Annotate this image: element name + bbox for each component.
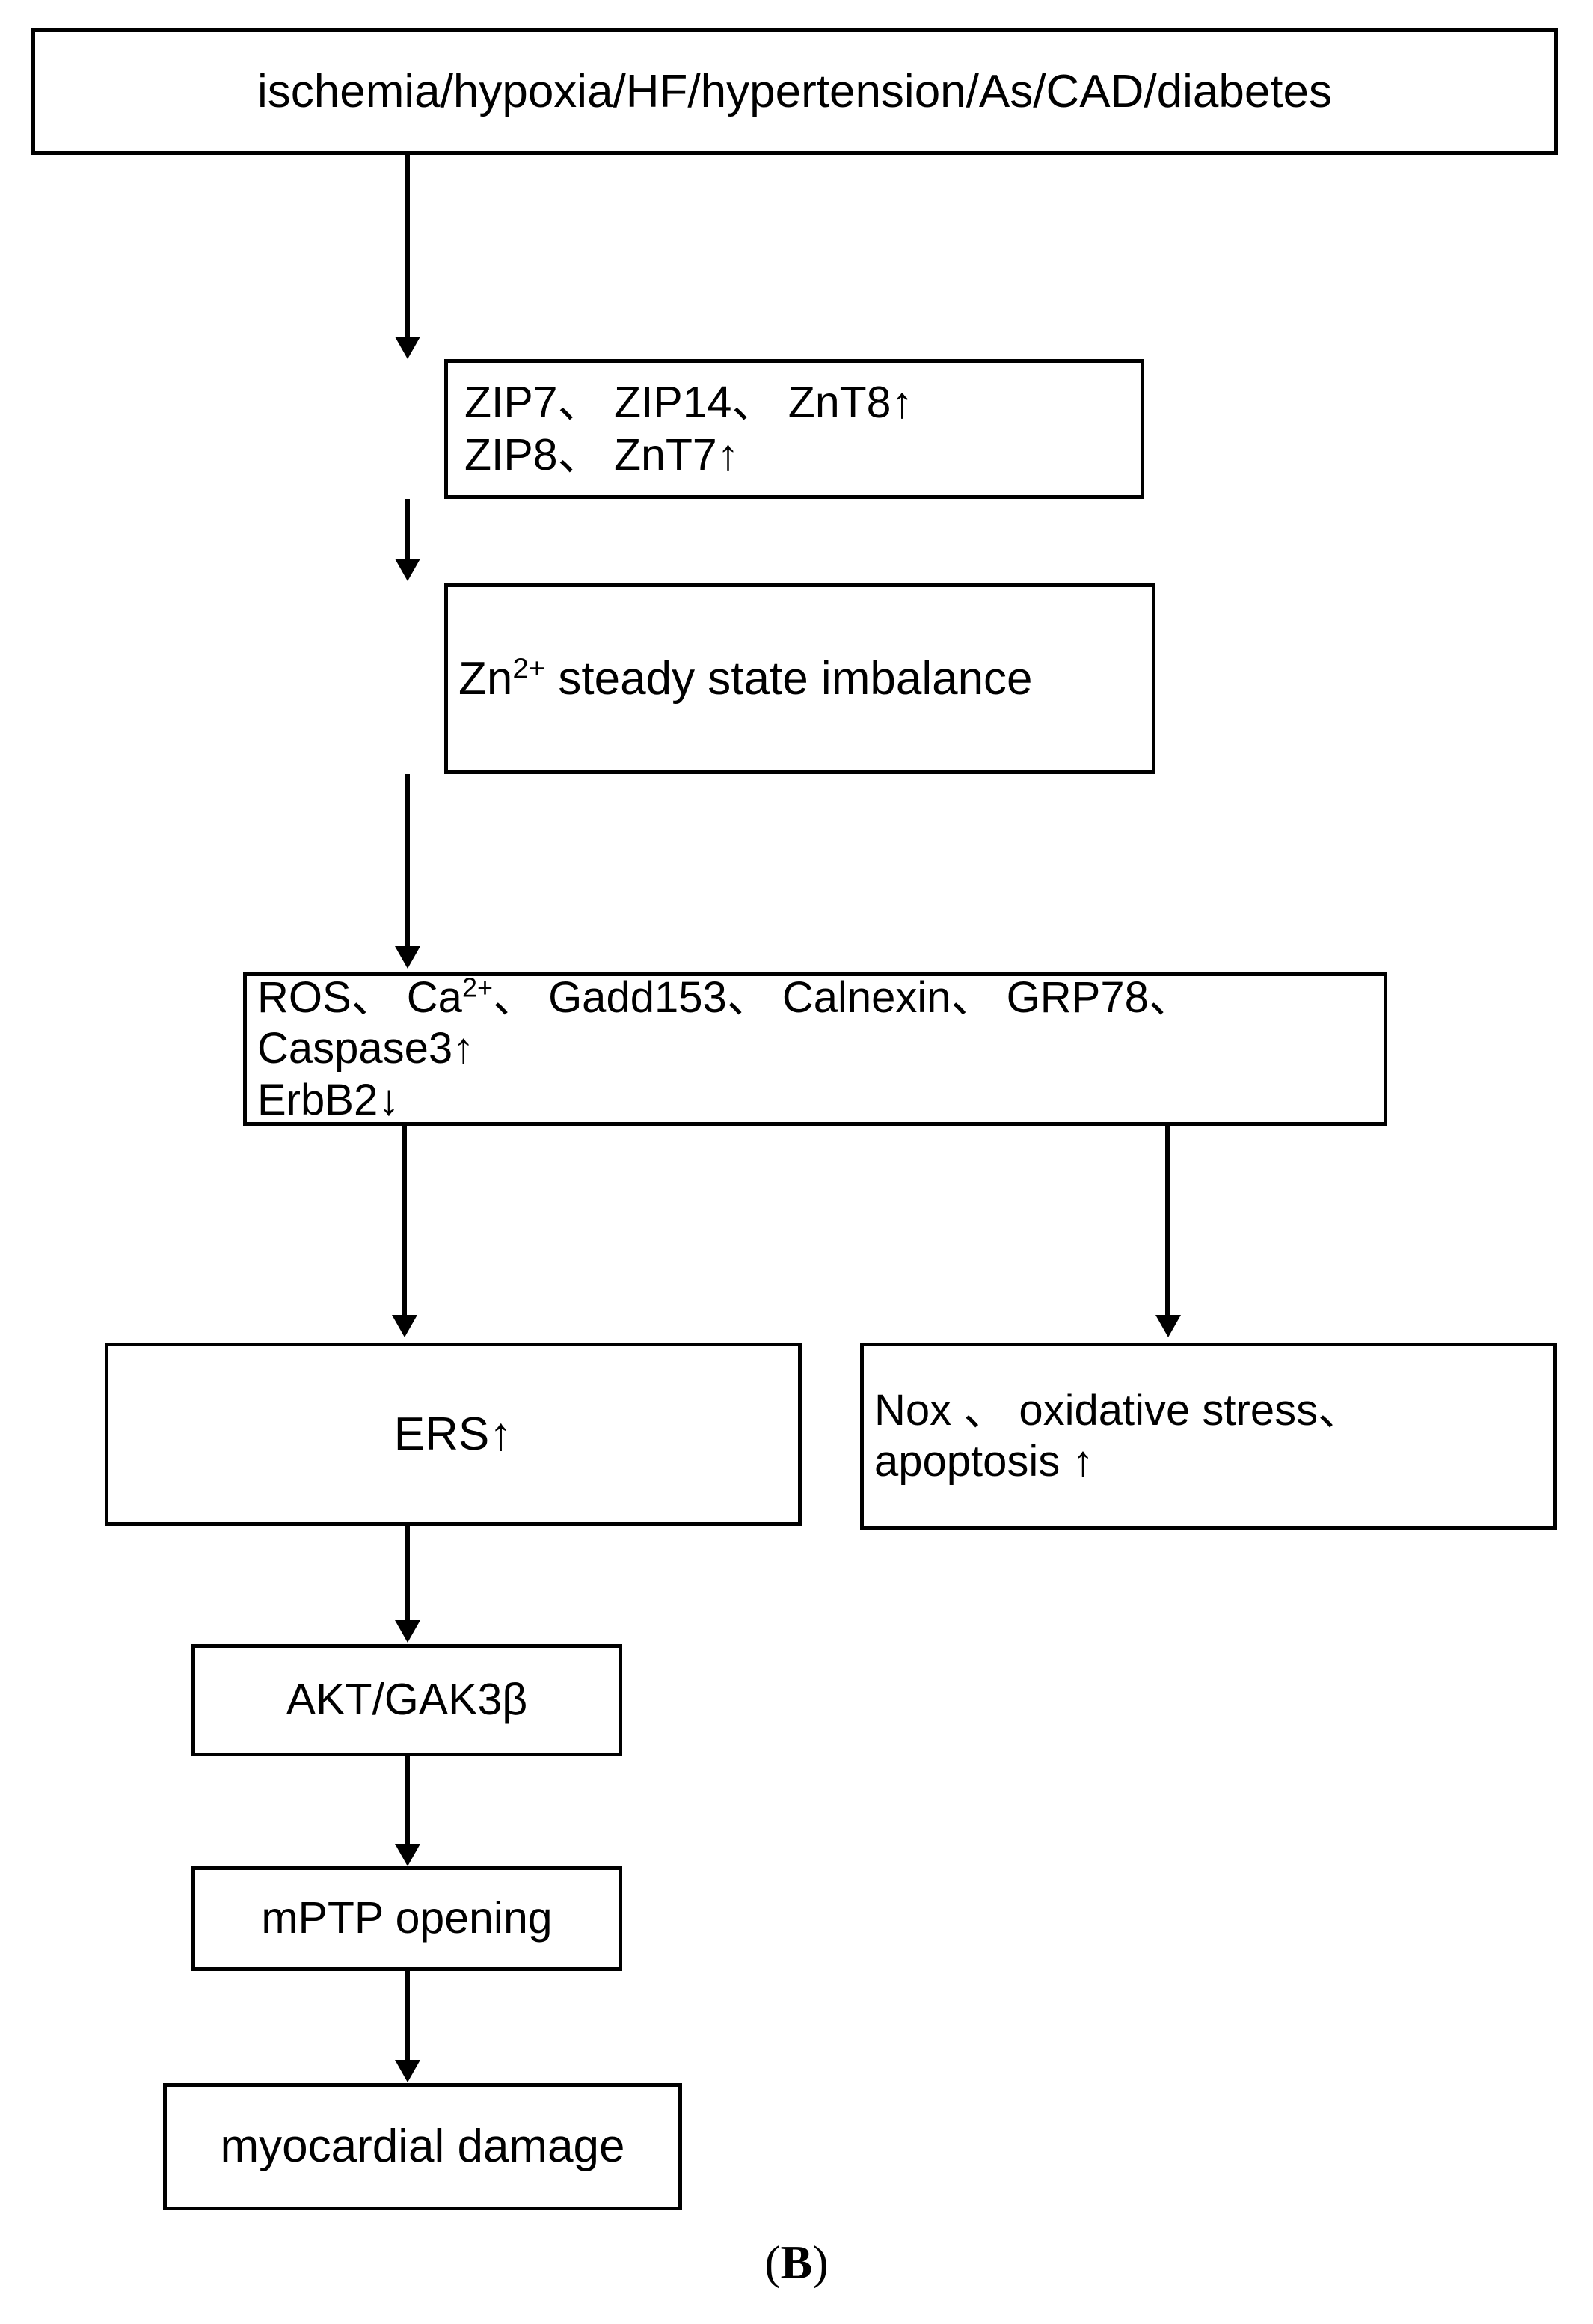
edge-mptp-damage-arrowhead bbox=[395, 2060, 420, 2082]
edge-transporters-zinc-arrowhead bbox=[395, 559, 420, 581]
node-transporters: ZIP7、 ZIP14、 ZnT8↑ ZIP8、 ZnT7↑ bbox=[444, 359, 1144, 499]
node-nox-line-1: Nox 、 oxidative stress、 bbox=[874, 1385, 1362, 1435]
node-mediators-line-1-charge: 2+ bbox=[461, 972, 493, 1003]
edge-mediators-ers-arrowhead bbox=[392, 1315, 417, 1337]
node-transporters-line-1: ZIP7、 ZIP14、 ZnT8↑ bbox=[464, 377, 913, 427]
node-zinc-imbalance-charge: 2+ bbox=[512, 652, 546, 685]
node-nox: Nox 、 oxidative stress、 apoptosis ↑ bbox=[860, 1343, 1557, 1530]
node-ers-label: ERS↑ bbox=[393, 1408, 513, 1460]
edge-zinc-mediators-line bbox=[405, 774, 410, 948]
node-nox-line-2: apoptosis ↑ bbox=[874, 1437, 1094, 1486]
edge-mediators-ers-line bbox=[402, 1126, 407, 1316]
node-zinc-imbalance-prefix: Zn bbox=[458, 652, 513, 705]
node-zinc-imbalance-suffix: steady state imbalance bbox=[545, 652, 1033, 705]
caption-open-paren: ( bbox=[764, 2236, 781, 2289]
node-ers: ERS↑ bbox=[105, 1343, 802, 1526]
node-mediators-line-2: Caspase3↑ bbox=[257, 1024, 475, 1073]
node-akt: AKT/GAK3β bbox=[191, 1644, 622, 1756]
edge-stimuli-transporters-line bbox=[405, 155, 410, 338]
node-zinc-imbalance-label: Zn2+ steady state imbalance bbox=[448, 651, 1033, 706]
node-mptp: mPTP opening bbox=[191, 1866, 622, 1971]
edge-transporters-zinc-line bbox=[405, 499, 410, 560]
node-mediators-line-1-a: ROS、 Ca bbox=[257, 972, 462, 1022]
node-mptp-label: mPTP opening bbox=[261, 1893, 553, 1943]
node-damage-label: myocardial damage bbox=[220, 2121, 625, 2173]
node-akt-label: AKT/GAK3β bbox=[286, 1675, 528, 1725]
node-mediators-line-1: ROS、 Ca2+、 Gadd153、 Calnexin、 GRP78、 bbox=[247, 972, 1192, 1023]
edge-mediators-nox-arrowhead bbox=[1155, 1315, 1181, 1337]
node-stimuli-label: ischemia/hypoxia/HF/hypertension/As/CAD/… bbox=[257, 65, 1333, 117]
edge-akt-mptp-arrowhead bbox=[395, 1844, 420, 1866]
node-mediators: ROS、 Ca2+、 Gadd153、 Calnexin、 GRP78、 Cas… bbox=[243, 972, 1387, 1126]
edge-stimuli-transporters-arrowhead bbox=[395, 337, 420, 359]
caption-close-paren: ) bbox=[812, 2236, 829, 2289]
figure-caption: (B) bbox=[0, 2235, 1593, 2290]
edge-mptp-damage-line bbox=[405, 1971, 410, 2062]
edge-mediators-nox-line bbox=[1165, 1126, 1170, 1316]
node-zinc-imbalance: Zn2+ steady state imbalance bbox=[444, 583, 1155, 774]
node-stimuli: ischemia/hypoxia/HF/hypertension/As/CAD/… bbox=[31, 28, 1558, 155]
caption-letter: B bbox=[780, 2236, 813, 2289]
edge-zinc-mediators-arrowhead bbox=[395, 946, 420, 969]
edge-akt-mptp-line bbox=[405, 1756, 410, 1846]
node-damage: myocardial damage bbox=[163, 2083, 682, 2210]
node-mediators-line-3: ErbB2↓ bbox=[257, 1075, 400, 1124]
node-transporters-line-2: ZIP8、 ZnT7↑ bbox=[464, 429, 740, 479]
edge-ers-akt-arrowhead bbox=[395, 1620, 420, 1643]
edge-ers-akt-line bbox=[405, 1526, 410, 1622]
node-mediators-line-1-b: 、 Gadd153、 Calnexin、 GRP78、 bbox=[492, 972, 1192, 1022]
